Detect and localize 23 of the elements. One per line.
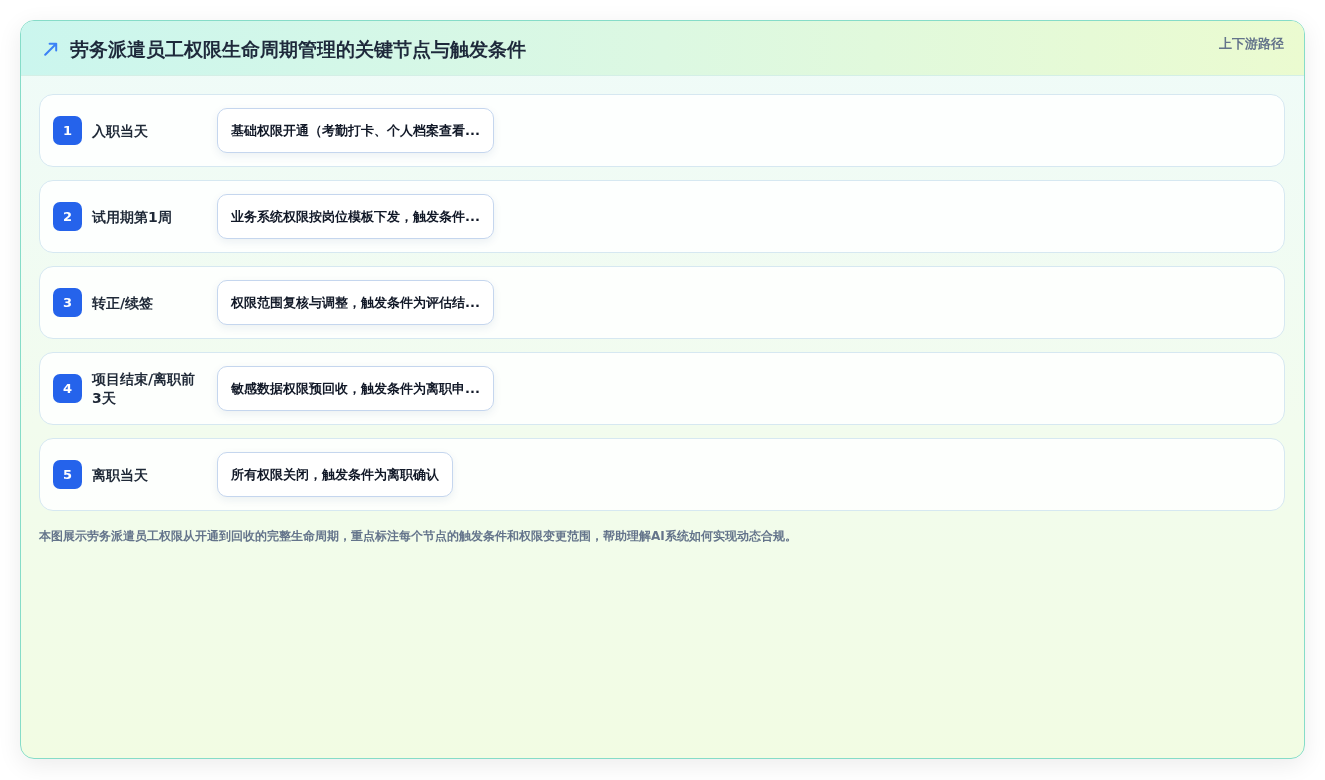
stage-row (39, 180, 1285, 253)
step-number-badge: 2 (53, 202, 82, 231)
trigger-description: 所有权限关闭，触发条件为离职确认 (217, 452, 453, 497)
trigger-description: 敏感数据权限预回收，触发条件为离职申... (217, 366, 494, 411)
step-number-badge: 3 (53, 288, 82, 317)
diagram-title: 劳务派遣员工权限生命周期管理的关键节点与触发条件 (70, 37, 526, 62)
step-number-badge: 1 (53, 116, 82, 145)
stage-name: 项目结束/离职前3天 (92, 369, 197, 408)
stage-row (39, 438, 1285, 511)
step-number-badge: 4 (53, 374, 82, 403)
stage-row (39, 352, 1285, 425)
stage-name: 入职当天 (92, 121, 149, 140)
stage-row (39, 94, 1285, 167)
trigger-description: 基础权限开通（考勤打卡、个人档案查看... (217, 108, 494, 153)
stage-name: 离职当天 (92, 465, 149, 484)
stage-name: 试用期第1周 (92, 207, 173, 226)
trigger-description: 权限范围复核与调整，触发条件为评估结... (217, 280, 494, 325)
caption-text: 本图展示劳务派遣员工权限从开通到回收的完整生命周期，重点标注每个节点的触发条件和权限变更范围，帮助理解AI系统如何实现动态合规。 (39, 528, 797, 544)
header-note: 上下游路径 (1219, 35, 1284, 53)
trigger-description: 业务系统权限按岗位模板下发，触发条件... (217, 194, 494, 239)
stage-row (39, 266, 1285, 339)
step-number-badge: 5 (53, 460, 82, 489)
stage-name: 转正/续签 (92, 293, 155, 312)
